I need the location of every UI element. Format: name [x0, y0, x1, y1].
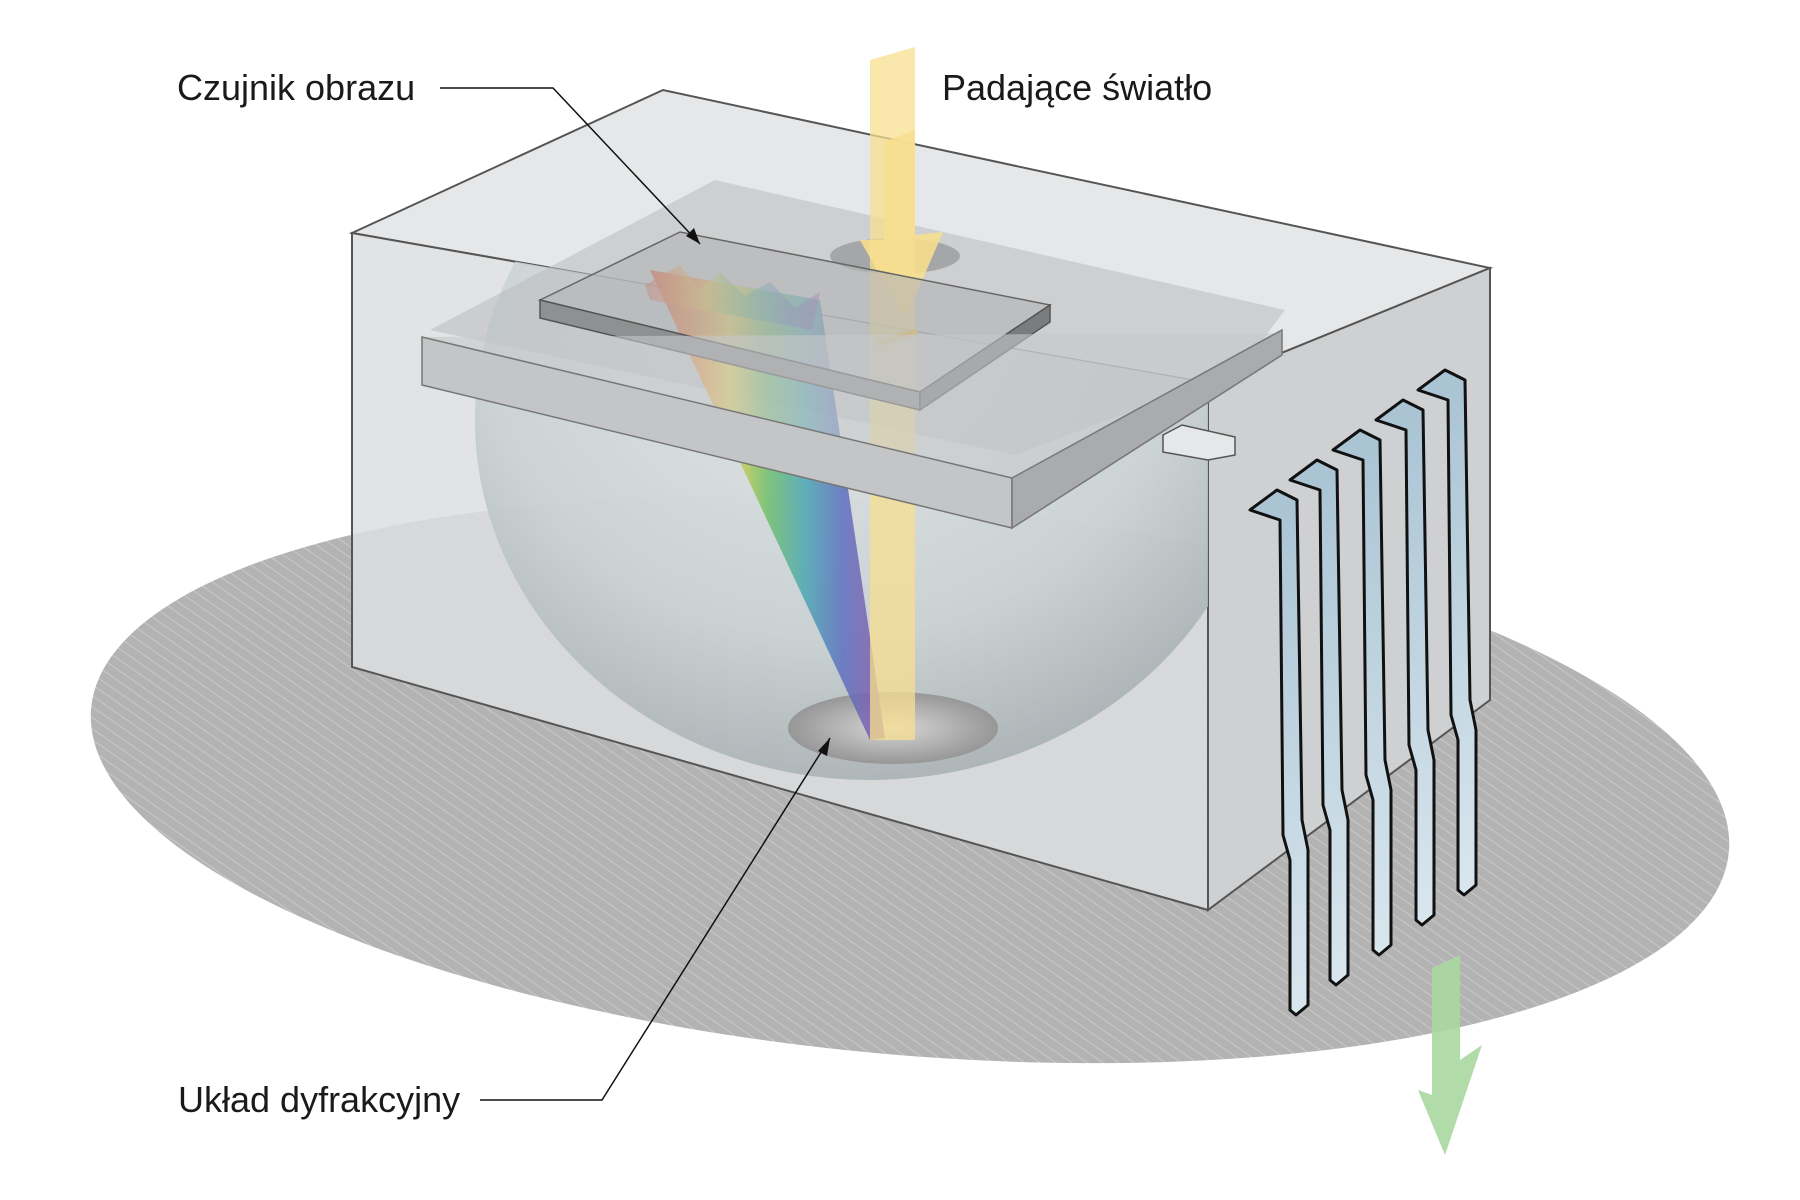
leader-arrowhead-diffraction-grating — [818, 738, 830, 756]
label-diffraction-grating: Układ dyfrakcyjny — [178, 1079, 461, 1120]
housing-notch — [1162, 424, 1236, 461]
connector-pins — [1248, 368, 1478, 1017]
connector-pin-2 — [1288, 458, 1350, 987]
connector-pin-3 — [1331, 428, 1393, 957]
connector-pin-1 — [1248, 488, 1310, 1017]
output-signal-arrow — [1418, 955, 1482, 1155]
connector-pin-4 — [1374, 398, 1436, 927]
label-image-sensor: Czujnik obrazu — [177, 67, 416, 108]
support-shelf-side — [1011, 328, 1283, 530]
leader-line-diffraction-grating — [480, 737, 831, 1101]
label-incident-light: Padające światło — [942, 67, 1213, 108]
leader-arrowhead-image-sensor — [686, 228, 700, 244]
leader-line-image-sensor — [440, 87, 701, 245]
connector-pin-5 — [1416, 368, 1478, 897]
